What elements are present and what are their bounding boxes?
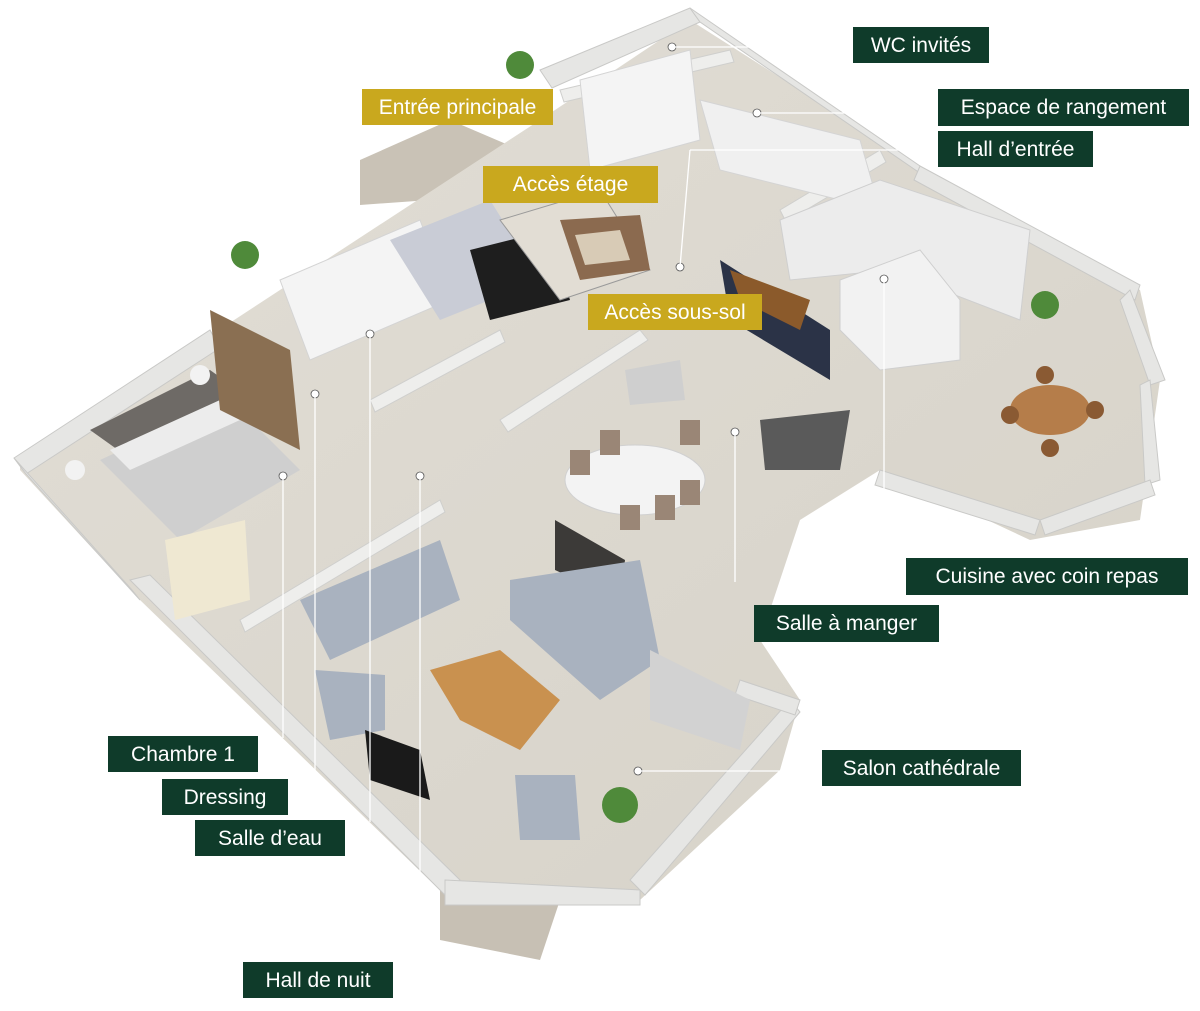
label-wc-invites: WC invités [853, 27, 989, 63]
dining [555, 360, 850, 600]
label-acces-etage: Accès étage [483, 166, 658, 203]
bedroom-furniture [65, 310, 300, 620]
label-cuisine: Cuisine avec coin repas [906, 558, 1188, 595]
living-room [300, 540, 750, 840]
label-salle-a-manger: Salle à manger [754, 605, 939, 642]
stair-area [499, 189, 830, 380]
label-salle-eau: Salle d’eau [195, 820, 345, 856]
label-dressing: Dressing [162, 779, 288, 815]
label-hall-entree: Hall d’entrée [938, 131, 1093, 167]
label-acces-sous-sol: Accès sous-sol [588, 294, 762, 330]
label-entree-principale: Entrée principale [362, 89, 553, 125]
label-hall-nuit: Hall de nuit [243, 962, 393, 998]
leader-lines [282, 46, 938, 962]
label-salon: Salon cathédrale [822, 750, 1021, 786]
kitchen [779, 179, 1104, 457]
terrace-entry [360, 120, 520, 205]
plants [231, 51, 534, 269]
label-chambre-1: Chambre 1 [108, 736, 258, 772]
outer-walls [13, 7, 1166, 906]
label-espace-rangement: Espace de rangement [938, 89, 1189, 126]
